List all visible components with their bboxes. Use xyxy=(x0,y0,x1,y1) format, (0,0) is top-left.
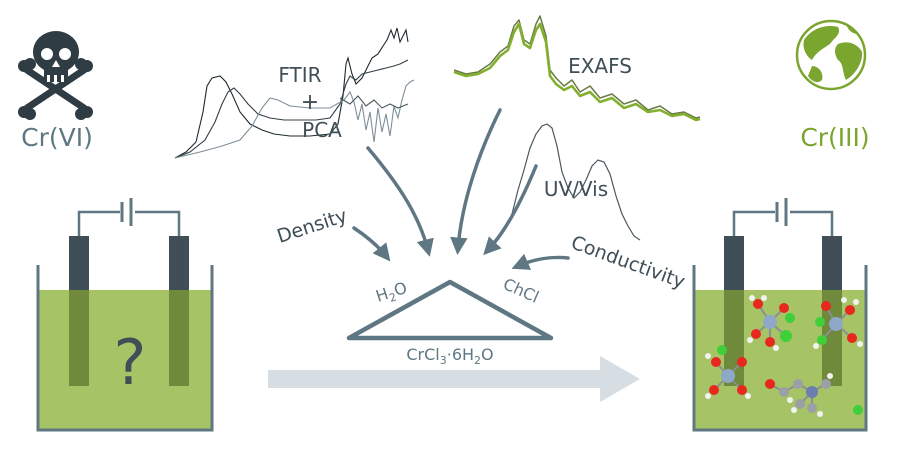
cell-left: ? xyxy=(36,198,214,432)
skull-crossbones-icon xyxy=(18,31,93,120)
h2o-label: H2O xyxy=(373,278,410,309)
plus-label: + xyxy=(301,90,319,115)
cell-right xyxy=(692,198,868,432)
ftir-arrow xyxy=(366,146,434,257)
composition-triangle xyxy=(346,279,554,341)
uvvis-label: UV/Vis xyxy=(544,177,608,201)
density-arrow xyxy=(352,226,391,262)
uvvis-arrow xyxy=(483,164,538,256)
arrows xyxy=(352,108,570,270)
ftir-label: FTIR xyxy=(278,63,321,87)
exafs-spectra xyxy=(453,15,701,122)
cr3-label: Cr(III) xyxy=(800,123,869,152)
pca-label: PCA xyxy=(302,118,342,142)
chcl-label: ChCl xyxy=(500,274,541,306)
globe-icon xyxy=(795,19,867,91)
process-arrow xyxy=(268,356,640,402)
conductivity-label: Conductivity xyxy=(568,232,688,294)
question-mark: ? xyxy=(114,326,147,399)
salt-label: CrCl3·6H2O xyxy=(406,345,493,367)
conductivity-arrow xyxy=(511,253,570,270)
density-label: Density xyxy=(274,205,349,248)
molecule-cluster xyxy=(705,295,863,417)
cr6-label: Cr(VI) xyxy=(21,123,93,152)
uvvis-spectrum xyxy=(505,123,641,241)
exafs-label: EXAFS xyxy=(568,54,632,78)
exafs-arrow xyxy=(450,108,502,255)
ftir-spectra xyxy=(174,27,415,159)
